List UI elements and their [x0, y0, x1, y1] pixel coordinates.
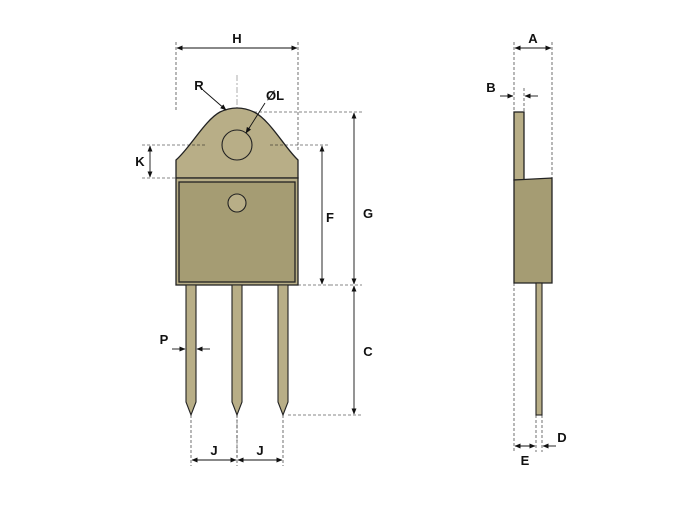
side-tab	[513, 111, 525, 181]
label-r: R	[194, 78, 204, 93]
label-e: E	[521, 453, 530, 468]
l-leader	[245, 102, 266, 134]
front-view: H R ØL K F G C P J	[135, 31, 373, 466]
label-c: C	[363, 344, 373, 359]
ejector-pin-mark	[227, 193, 247, 213]
lead-center	[231, 284, 243, 417]
label-k: K	[135, 154, 145, 169]
label-f: F	[326, 210, 334, 225]
side-lead	[535, 282, 543, 416]
label-g: G	[363, 206, 373, 221]
label-j-2: J	[256, 443, 263, 458]
r-leader	[202, 89, 227, 111]
label-p: P	[160, 332, 169, 347]
label-l: ØL	[266, 88, 284, 103]
label-b: B	[486, 80, 495, 95]
lead-right	[277, 284, 289, 417]
label-j-1: J	[210, 443, 217, 458]
side-body	[513, 177, 553, 284]
side-view: A B E D	[486, 31, 566, 468]
label-h: H	[232, 31, 241, 46]
mounting-hole	[221, 129, 253, 161]
label-a: A	[528, 31, 538, 46]
label-d: D	[557, 430, 566, 445]
lead-left	[185, 284, 197, 417]
